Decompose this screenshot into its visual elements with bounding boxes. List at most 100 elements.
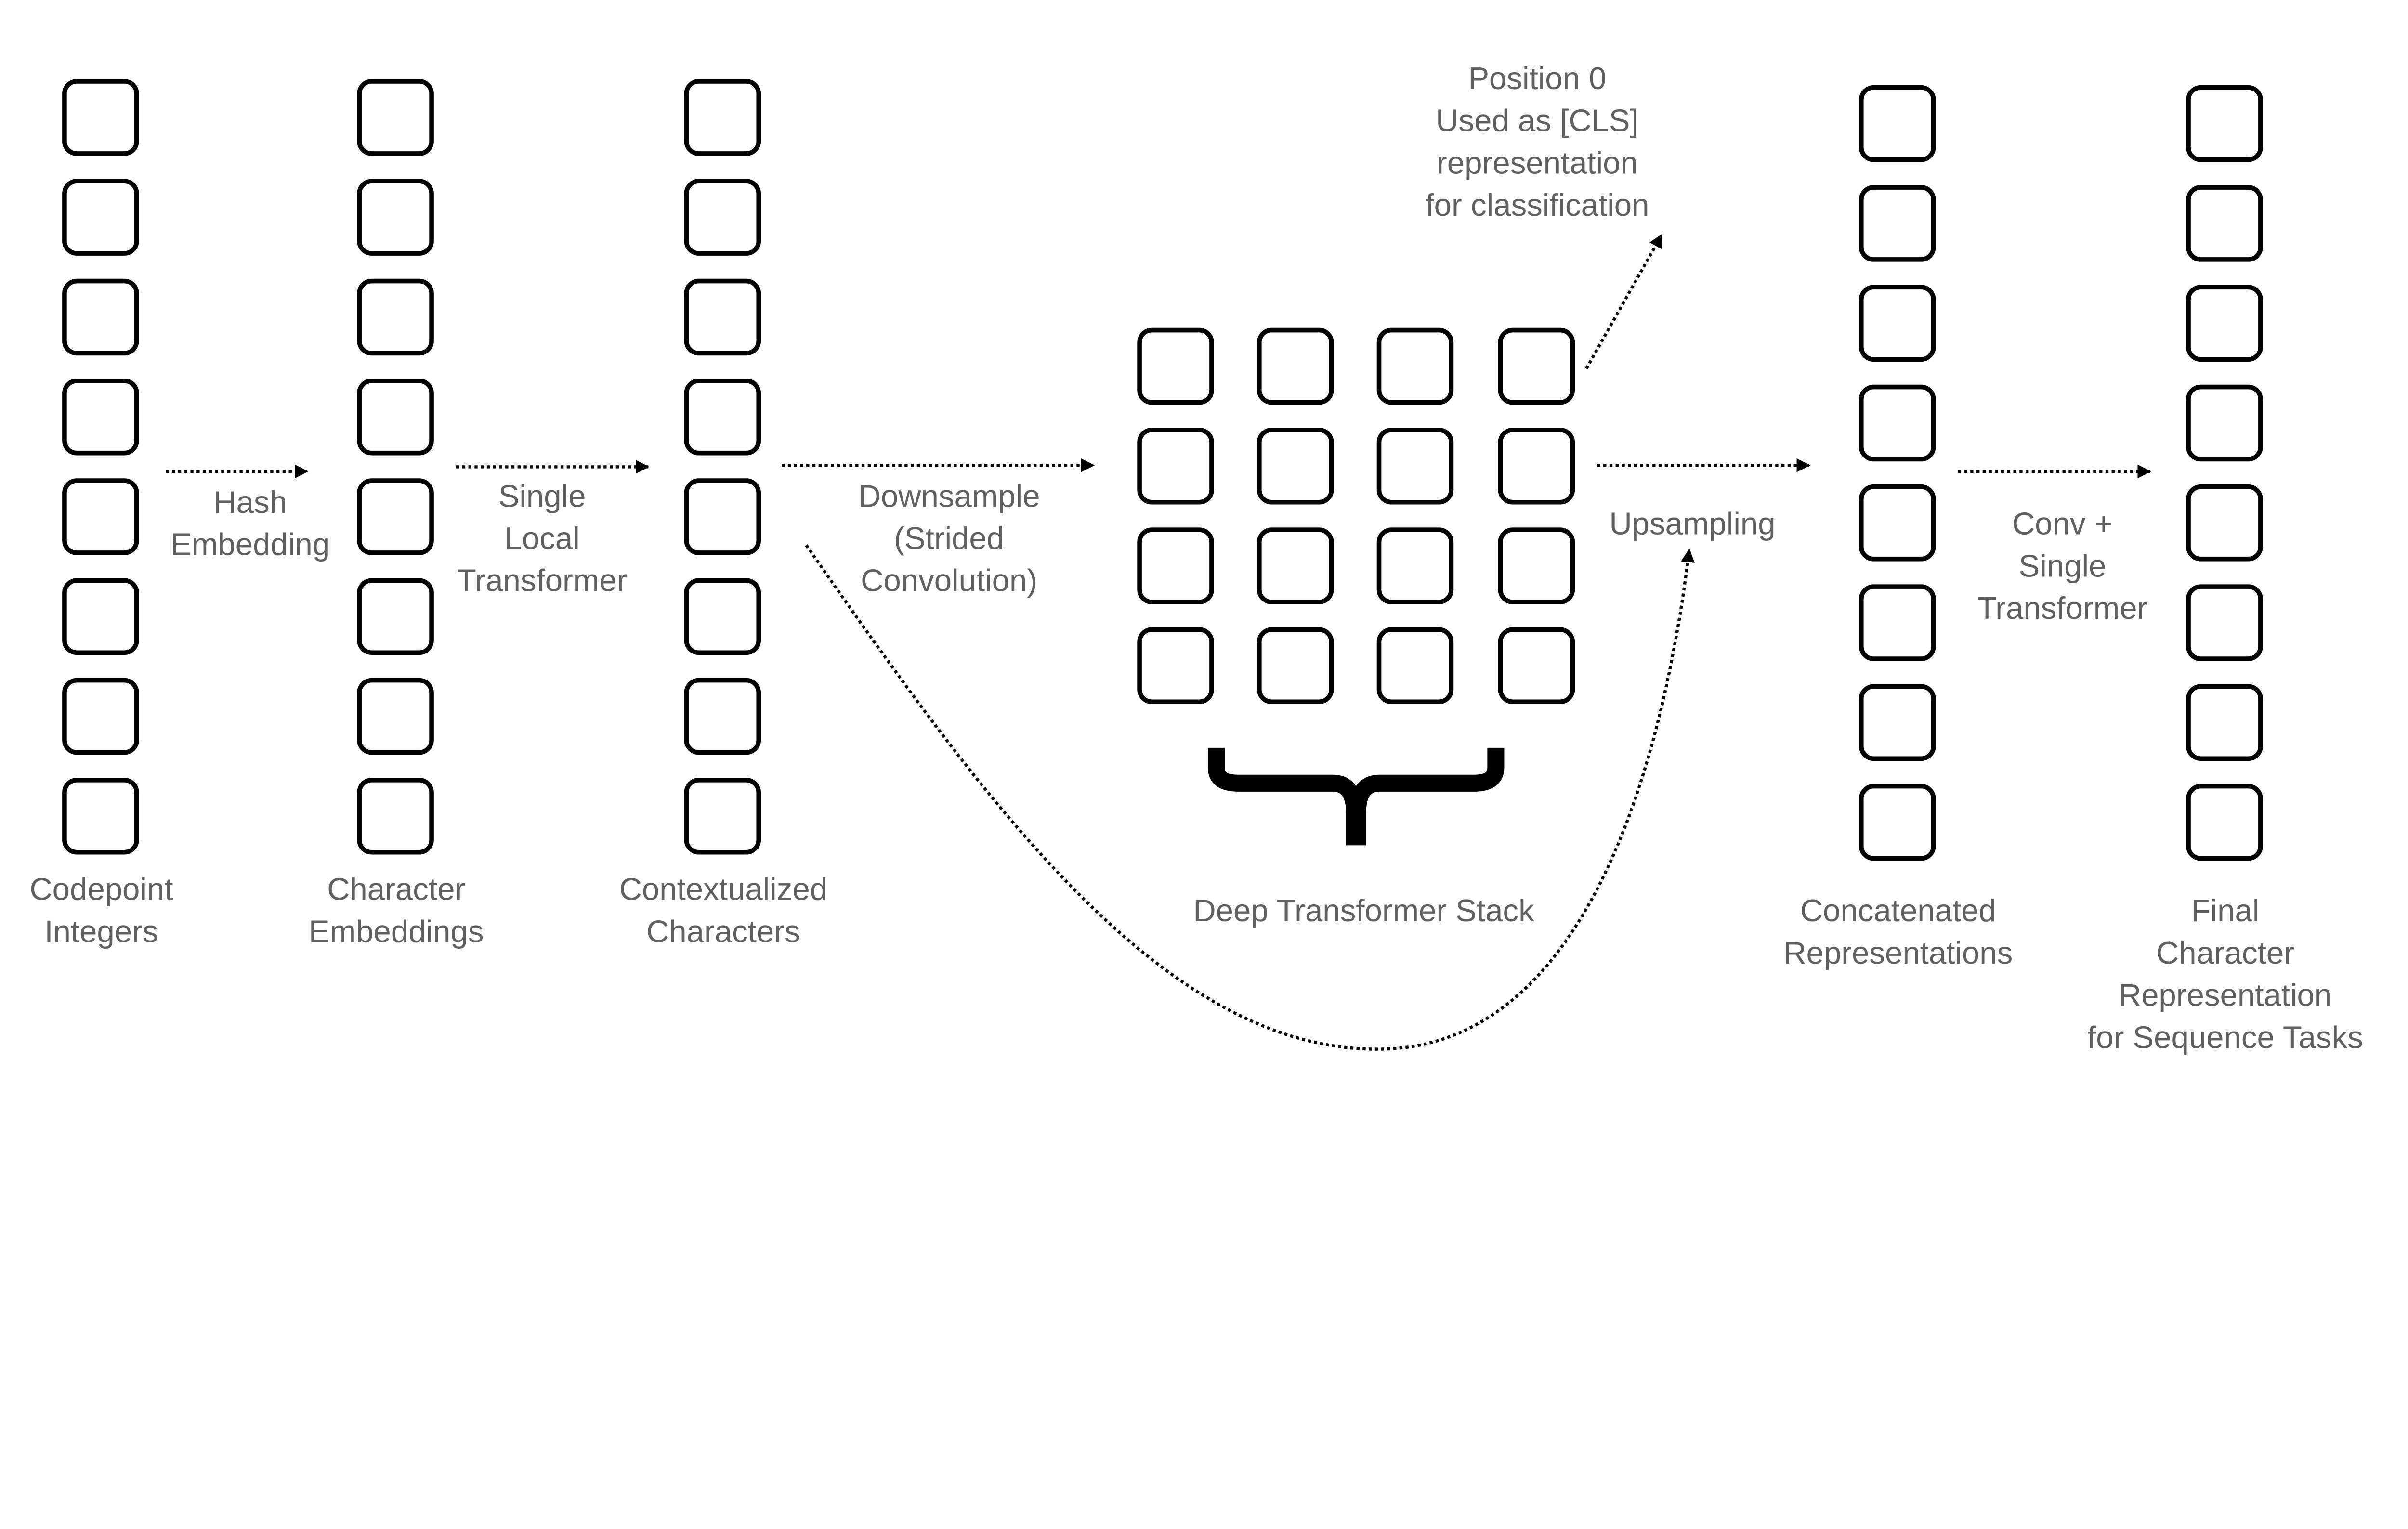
char-emb-cell: [357, 678, 434, 755]
downsample-label-line: (Strided: [894, 521, 1004, 556]
final-column-label-line: Representation: [2119, 978, 2332, 1013]
char-emb-cell: [357, 379, 434, 456]
transformer-stack-cell: [1498, 327, 1575, 405]
codepoint-column-label-line: Codepoint: [29, 872, 173, 907]
concat-cell: [1859, 784, 1936, 861]
transformer-stack-cell: [1376, 428, 1454, 505]
transformer-stack-cell: [1137, 327, 1214, 405]
final-column-label-line: Character: [2156, 935, 2294, 970]
contextual-cell: [684, 79, 761, 156]
char-emb-cell: [357, 79, 434, 156]
concat-cell: [1859, 85, 1936, 162]
codepoint-cell: [62, 578, 139, 655]
concat-cell: [1859, 185, 1936, 262]
codepoint-column-label-line: Integers: [44, 914, 158, 949]
upsampling-label: Upsampling: [1609, 506, 1775, 541]
transformer-stack-cell: [1257, 428, 1334, 505]
concat-cell: [1859, 584, 1936, 661]
transformer-stack-cell: [1257, 527, 1334, 604]
contextual-cell: [684, 478, 761, 555]
conv-single-transformer-label-line: Conv +: [2012, 506, 2113, 541]
single-local-transformer-label-line: Transformer: [457, 563, 627, 598]
transformer-stack-cell: [1498, 428, 1575, 505]
transformer-stack-cell: [1376, 327, 1454, 405]
single-local-transformer-label-line: Single: [498, 478, 586, 513]
single-local-transformer-label-line: Local: [505, 521, 580, 556]
contextual-column-label-line: Contextualized: [619, 872, 827, 907]
final-cell: [2186, 584, 2263, 661]
concat-cell: [1859, 684, 1936, 761]
cls-note-line: Used as [CLS]: [1436, 103, 1638, 138]
contextual-cell: [684, 678, 761, 755]
codepoint-cell: [62, 379, 139, 456]
brace-icon: [1207, 747, 1505, 846]
codepoint-cell: [62, 778, 139, 855]
hash-embedding-label-line: Embedding: [170, 527, 330, 562]
transformer-stack-cell: [1498, 527, 1575, 604]
concat-cell: [1859, 285, 1936, 362]
codepoint-cell: [62, 478, 139, 555]
transformer-stack-cell: [1257, 627, 1334, 705]
final-cell: [2186, 784, 2263, 861]
final-cell: [2186, 684, 2263, 761]
cells-layer: [62, 79, 2263, 861]
cls-note-line: for classification: [1425, 187, 1649, 222]
contextual-cell: [684, 179, 761, 256]
contextual-column-label-line: Characters: [646, 914, 800, 949]
cls-note-line: Position 0: [1468, 61, 1606, 96]
final-cell: [2186, 85, 2263, 162]
contextual-cell: [684, 778, 761, 855]
char-emb-column-label-line: Embeddings: [309, 914, 484, 949]
cls-note-line: representation: [1437, 145, 1638, 180]
concat-cell: [1859, 484, 1936, 562]
cls-note: Position 0 Used as [CLS] representation for…: [1425, 61, 1649, 222]
residual-skip-arrow: [805, 544, 1695, 1051]
contextual-cell: [684, 278, 761, 356]
concat-cell: [1859, 384, 1936, 462]
concat-column-label-line: Concatenated: [1800, 893, 1996, 928]
transformer-stack-cell: [1376, 627, 1454, 705]
deep-transformer-stack-label: Deep Transformer Stack: [1193, 893, 1534, 928]
char-emb-cell: [357, 778, 434, 855]
transformer-stack-cell: [1376, 527, 1454, 604]
conv-single-transformer-label-line: Single: [2019, 548, 2107, 583]
final-column-label-line: Final: [2191, 893, 2260, 928]
downsample-label-line: Convolution): [861, 563, 1037, 598]
final-column-label-line: for Sequence Tasks: [2087, 1019, 2363, 1055]
final-cell: [2186, 484, 2263, 562]
codepoint-cell: [62, 678, 139, 755]
concat-column-label-line: Representations: [1783, 935, 2013, 970]
upsampling-label-line: Upsampling: [1609, 506, 1775, 541]
conv-single-transformer-label-line: Transformer: [1977, 590, 2147, 626]
deep-transformer-stack-label-line: Deep Transformer Stack: [1193, 893, 1534, 928]
transformer-stack-cell: [1257, 327, 1334, 405]
arrow-cls: [1585, 234, 1663, 369]
codepoint-cell: [62, 179, 139, 256]
contextual-cell: [684, 379, 761, 456]
transformer-stack-cell: [1137, 527, 1214, 604]
downsample-label-line: Downsample: [858, 478, 1040, 513]
final-cell: [2186, 285, 2263, 362]
final-cell: [2186, 384, 2263, 462]
char-emb-cell: [357, 478, 434, 555]
contextual-cell: [684, 578, 761, 655]
char-emb-column-label-line: Character: [327, 872, 465, 907]
final-cell: [2186, 185, 2263, 262]
char-emb-cell: [357, 278, 434, 356]
hash-embedding-label-line: Hash: [213, 484, 287, 520]
codepoint-cell: [62, 278, 139, 356]
char-emb-cell: [357, 179, 434, 256]
transformer-stack-cell: [1498, 627, 1575, 705]
codepoint-cell: [62, 79, 139, 156]
